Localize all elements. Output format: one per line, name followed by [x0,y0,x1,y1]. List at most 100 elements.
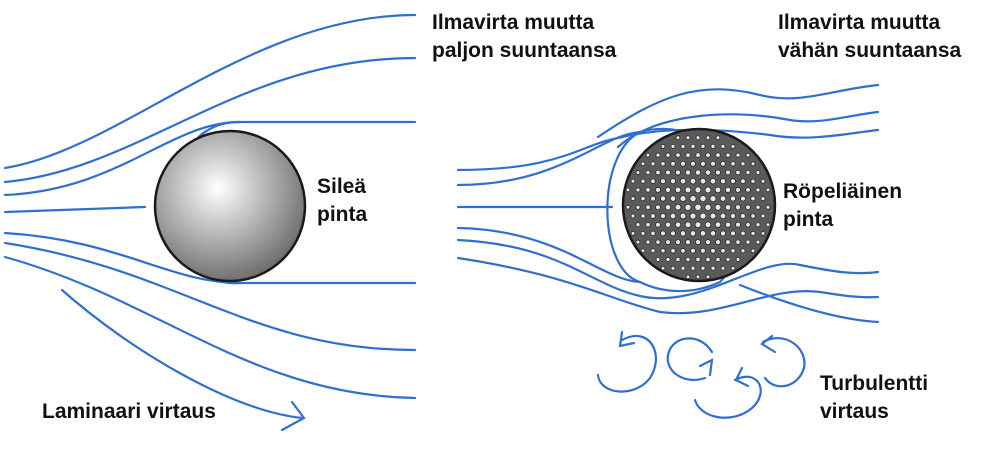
laminar-flow-lines [3,13,417,400]
dimple [685,274,691,280]
dimple [740,230,746,237]
dimple [645,222,651,228]
dimple [700,248,706,254]
dimple [720,230,726,237]
dimple [709,212,717,220]
dimple [679,230,687,237]
dimple [730,212,737,219]
smooth-surface-label: Sileä pinta [317,173,367,229]
dimple [684,186,692,194]
dimple [695,135,701,141]
dimple [675,256,681,263]
dimple [715,135,721,141]
caption-line: vähän suuntaansa [778,39,962,62]
dimple [660,195,666,202]
dimple [660,265,666,271]
dimple [699,195,707,203]
label-line: Laminaari virtaus [42,400,216,423]
dimple [694,169,702,176]
dimple [630,231,636,236]
label-line: Turbulentti [820,372,929,395]
dimple [635,239,641,245]
dimple [665,152,671,158]
dimple [695,274,701,280]
dimple [705,239,711,246]
dimple [730,248,736,254]
dimple [690,248,696,254]
dimple [725,169,731,176]
dimple [660,248,666,254]
dimple [740,248,746,254]
dimple [689,195,697,203]
dimple [695,256,701,263]
dimple [750,195,756,202]
dimple [630,196,636,202]
dimple [750,178,756,184]
dimple [645,187,651,193]
curl-arrow-icon [666,337,714,381]
laminar-flow-label: Laminaari virtaus [42,398,216,426]
dimple [725,257,731,262]
dimple [645,204,651,210]
dimple [709,195,717,203]
label-line: pinta [783,208,834,231]
dimple [704,186,712,194]
turbulent-flow-lines [456,83,880,324]
dimple [755,170,761,175]
dimple [730,144,736,149]
dimple [729,195,737,202]
dimple [650,178,656,184]
dimple [655,257,661,262]
dimple [740,195,746,202]
label-line: pinta [317,203,368,226]
dimple [685,256,691,263]
dimple [750,161,756,167]
dimple [700,143,706,149]
dimple [725,152,731,158]
dimple [760,231,766,236]
flow-line [596,83,880,139]
dimple [665,221,671,228]
dimple [660,161,666,167]
dimple [675,152,681,158]
dimple [699,177,707,185]
dimple [715,239,721,245]
dimple [724,186,732,193]
flow-line [456,130,642,187]
dimple [669,195,677,202]
dimple [680,265,686,271]
dimple [640,161,646,167]
dimple [710,248,716,254]
dimple [704,221,712,228]
dimple [645,152,651,158]
dimple [660,144,666,149]
dimple [675,135,681,141]
flow-line [3,205,147,214]
dimple [720,265,726,271]
dimple [745,152,751,158]
dimple [745,169,751,176]
dimple [665,169,671,176]
flow-line [456,238,880,300]
dimple [705,135,711,141]
dimple [765,204,771,210]
dimple [655,204,661,211]
dimple [745,204,751,211]
dimple [694,203,702,211]
dimple [750,230,756,236]
dimple [755,204,761,210]
dimple [745,187,751,193]
dimple [760,196,766,202]
dimple [660,178,666,185]
dimple [714,186,722,194]
flow-line [3,255,417,400]
dimple [680,248,686,254]
dimple [679,178,687,185]
dimple [724,204,732,211]
dimple [685,239,691,246]
dimple [704,203,712,211]
dimple [669,212,677,220]
dimple [755,239,761,245]
dimple [640,178,646,184]
dimple [709,178,717,185]
